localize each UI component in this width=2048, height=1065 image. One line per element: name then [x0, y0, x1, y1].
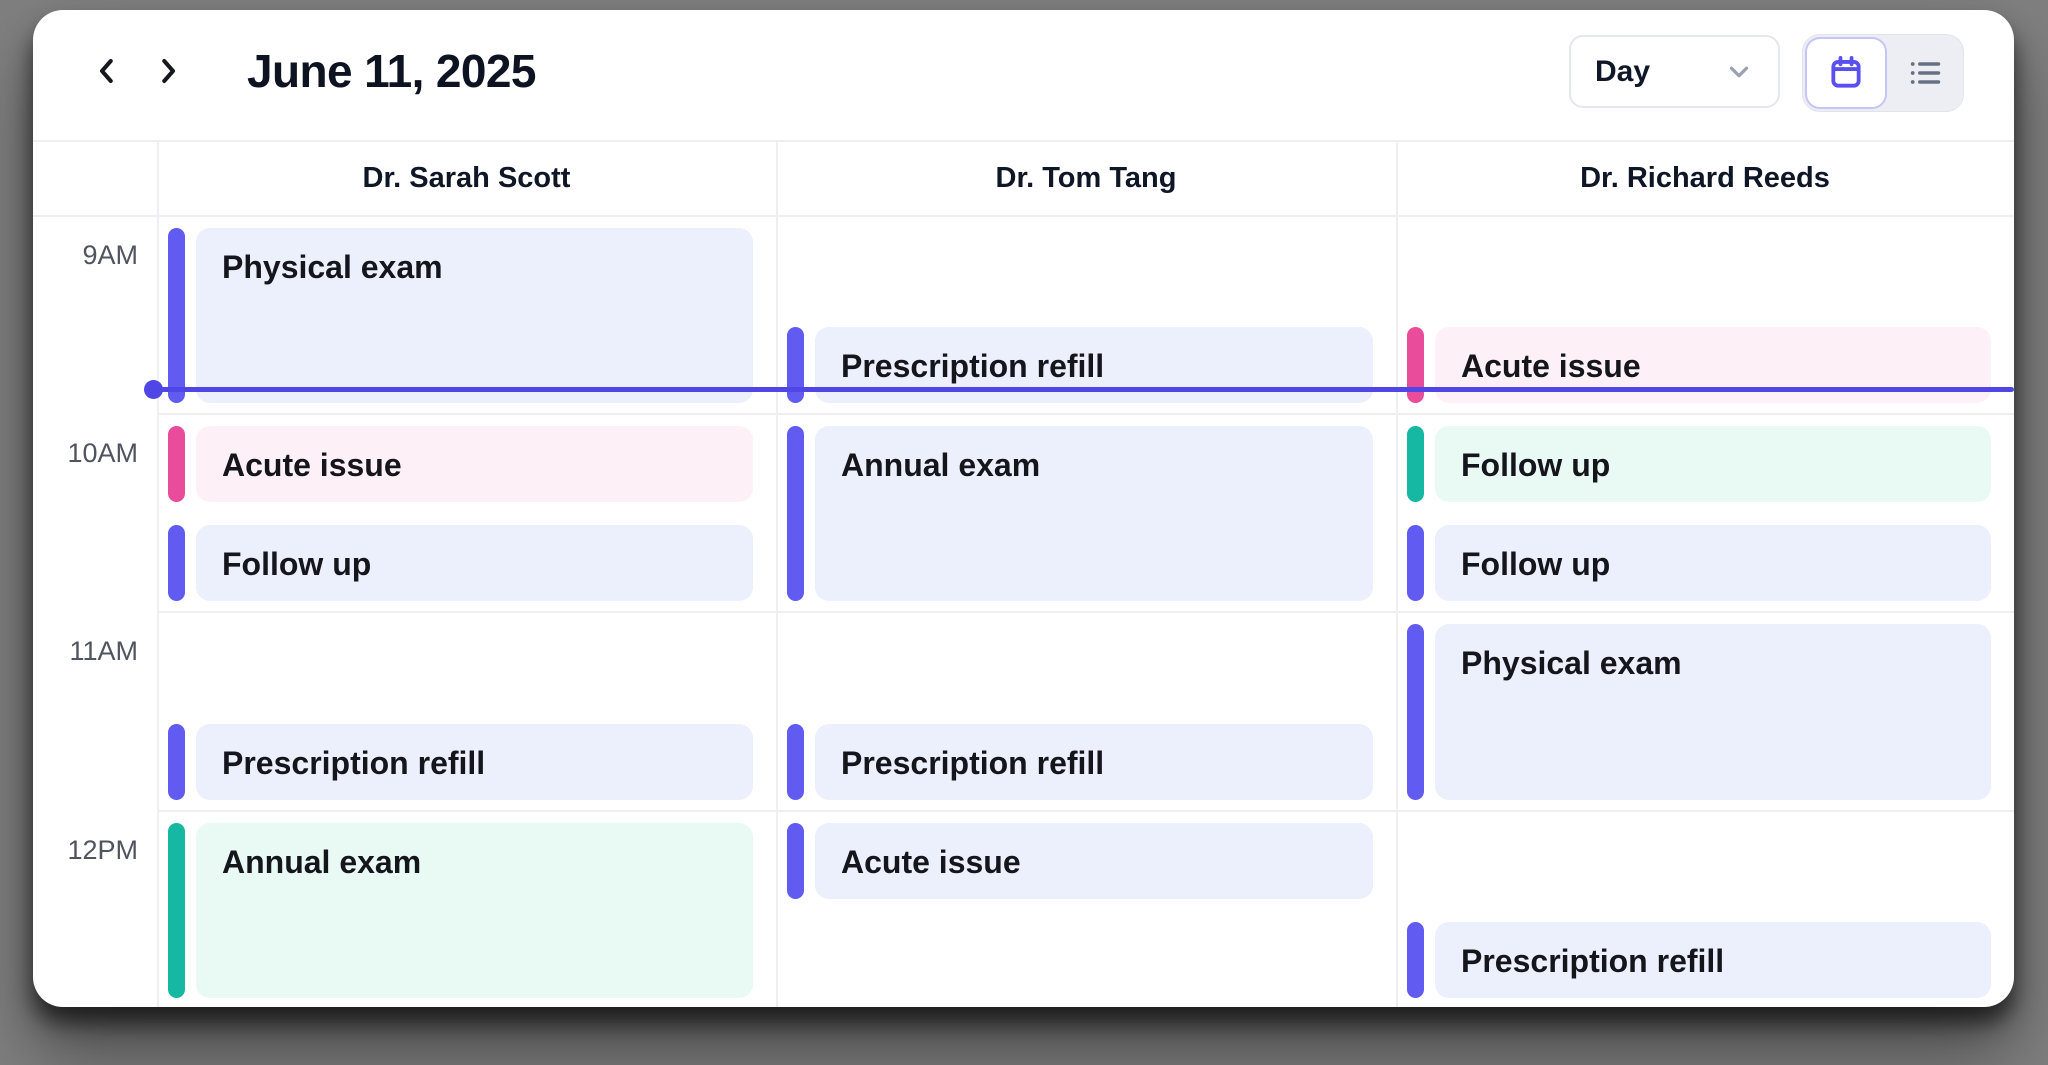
- calendar-app-window: June 11, 2025 Day: [33, 10, 2014, 1007]
- event-body: Physical exam: [1435, 624, 1991, 800]
- time-label: 10AM: [67, 438, 138, 469]
- event-card[interactable]: Acute issue: [776, 822, 1396, 899]
- event-title: Acute issue: [222, 447, 402, 484]
- event-body: Annual exam: [815, 426, 1373, 602]
- hour-gridline: [157, 413, 2014, 416]
- event-card[interactable]: Prescription refill: [157, 723, 776, 800]
- event-accent-bar: [1407, 327, 1424, 404]
- view-toggle-group: [1802, 34, 1964, 112]
- event-card[interactable]: Prescription refill: [1396, 921, 2014, 998]
- header-divider: [33, 215, 2014, 217]
- event-card[interactable]: Follow up: [1396, 426, 2014, 503]
- gutter-divider: [157, 140, 159, 1007]
- event-card[interactable]: Prescription refill: [776, 723, 1396, 800]
- column-header-resource-0: Dr. Sarah Scott: [362, 162, 571, 194]
- event-accent-bar: [168, 822, 185, 998]
- event-title: Follow up: [222, 546, 372, 583]
- event-body: Prescription refill: [1435, 921, 1991, 998]
- event-accent-bar: [1407, 525, 1424, 602]
- event-title: Prescription refill: [1461, 942, 1725, 979]
- event-accent-bar: [1407, 624, 1424, 800]
- current-time-dot: [144, 379, 163, 399]
- time-label: 11AM: [69, 636, 138, 667]
- hour-gridline: [157, 809, 2014, 812]
- hour-gridline: [157, 611, 2014, 614]
- current-time-indicator: [148, 386, 2014, 392]
- list-view-button[interactable]: [1887, 35, 1963, 111]
- event-title: Prescription refill: [841, 744, 1105, 781]
- event-body: Prescription refill: [196, 723, 753, 800]
- view-mode-select[interactable]: Day: [1569, 35, 1780, 108]
- event-body: Follow up: [1435, 525, 1991, 602]
- event-body: Follow up: [1435, 426, 1991, 503]
- event-accent-bar: [1407, 426, 1424, 503]
- event-card[interactable]: Acute issue: [157, 426, 776, 503]
- event-body: Follow up: [196, 525, 753, 602]
- previous-day-button[interactable]: [83, 47, 131, 95]
- event-card[interactable]: Physical exam: [1396, 624, 2014, 800]
- event-title: Follow up: [1461, 447, 1611, 484]
- event-accent-bar: [787, 426, 804, 602]
- event-accent-bar: [787, 822, 804, 899]
- event-body: Prescription refill: [815, 723, 1373, 800]
- event-title: Annual exam: [841, 447, 1041, 484]
- event-card[interactable]: Physical exam: [157, 228, 776, 404]
- event-accent-bar: [168, 228, 185, 404]
- event-title: Prescription refill: [841, 348, 1105, 385]
- column-divider: [1396, 140, 1398, 1007]
- event-title: Physical exam: [1461, 645, 1682, 682]
- column-header-resource-2: Dr. Richard Reeds: [1580, 162, 1830, 194]
- event-title: Follow up: [1461, 546, 1611, 583]
- event-accent-bar: [787, 723, 804, 800]
- event-accent-bar: [787, 327, 804, 404]
- view-mode-value: Day: [1595, 54, 1651, 88]
- column-header-resource-1: Dr. Tom Tang: [995, 162, 1177, 194]
- event-title: Prescription refill: [222, 744, 486, 781]
- event-card[interactable]: Annual exam: [776, 426, 1396, 602]
- event-card[interactable]: Follow up: [157, 525, 776, 602]
- list-icon: [1907, 55, 1943, 91]
- event-title: Annual exam: [222, 843, 422, 880]
- time-label: 9AM: [82, 240, 138, 270]
- event-body: Acute issue: [815, 822, 1373, 899]
- event-title: Physical exam: [222, 249, 443, 285]
- calendar-icon: [1827, 54, 1865, 92]
- column-divider: [776, 140, 778, 1007]
- event-accent-bar: [1407, 921, 1424, 998]
- event-accent-bar: [168, 426, 185, 503]
- event-title: Acute issue: [1461, 348, 1641, 385]
- event-body: Annual exam: [196, 822, 753, 998]
- event-body: Acute issue: [196, 426, 753, 503]
- toolbar-divider: [33, 140, 2014, 142]
- chevron-down-icon: [1724, 57, 1754, 87]
- page-title: June 11, 2025: [247, 45, 536, 97]
- chevron-right-icon: [153, 54, 183, 88]
- time-label: 12PM: [67, 834, 138, 865]
- event-card[interactable]: Follow up: [1396, 525, 2014, 602]
- chevron-left-icon: [92, 54, 122, 88]
- event-accent-bar: [168, 723, 185, 800]
- event-accent-bar: [168, 525, 185, 602]
- event-title: Acute issue: [841, 843, 1021, 880]
- calendar-view-button[interactable]: [1805, 37, 1887, 109]
- next-day-button[interactable]: [144, 47, 192, 95]
- event-card[interactable]: Annual exam: [157, 822, 776, 998]
- event-body: Physical exam: [196, 228, 753, 404]
